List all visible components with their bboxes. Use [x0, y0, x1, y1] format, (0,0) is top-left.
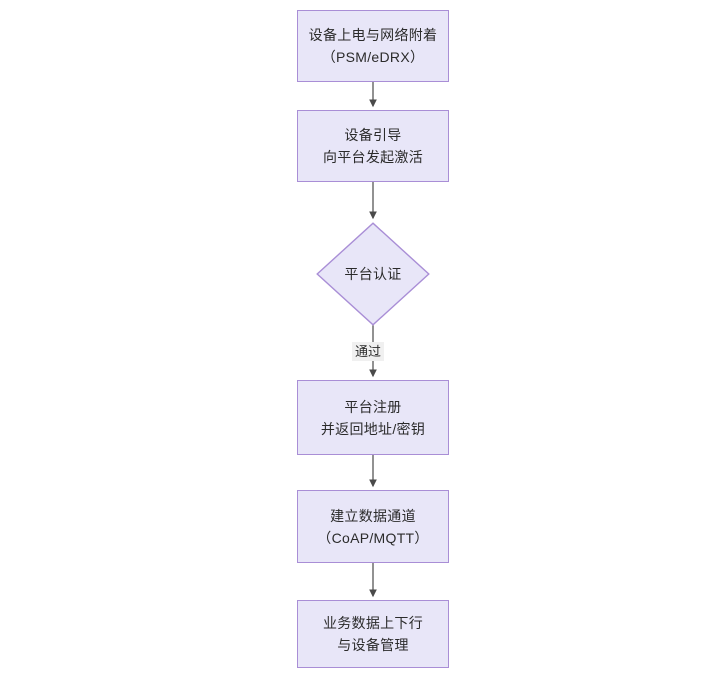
node-line: 向平台发起激活 [322, 149, 424, 165]
node-line: 建立数据通道 [330, 507, 416, 524]
node-line: （PSM/eDRX） [321, 49, 425, 65]
node-line: （CoAP/MQTT） [317, 529, 429, 546]
node-device-power-on[interactable]: 设备上电与网络附着 （PSM/eDRX） [297, 10, 449, 82]
node-line: 与设备管理 [337, 637, 409, 653]
node-line: 业务数据上下行 [322, 615, 424, 631]
node-platform-authentication[interactable]: 平台认证 [316, 222, 430, 326]
node-line: 平台注册 [344, 398, 402, 415]
node-line: 设备引导 [344, 127, 402, 143]
node-platform-registration[interactable]: 平台注册 并返回地址/密钥 [297, 380, 449, 455]
node-line: 平台认证 [344, 266, 402, 282]
node-business-data-and-device-management[interactable]: 业务数据上下行 与设备管理 [297, 600, 449, 668]
edge-label-pass: 通过 [352, 342, 385, 361]
node-line: 设备上电与网络附着 [308, 27, 438, 43]
node-device-bootstrap[interactable]: 设备引导 向平台发起激活 [297, 110, 449, 182]
node-line: 并返回地址/密钥 [320, 420, 426, 437]
node-establish-data-channel[interactable]: 建立数据通道 （CoAP/MQTT） [297, 490, 449, 563]
diamond-shape [316, 222, 430, 326]
